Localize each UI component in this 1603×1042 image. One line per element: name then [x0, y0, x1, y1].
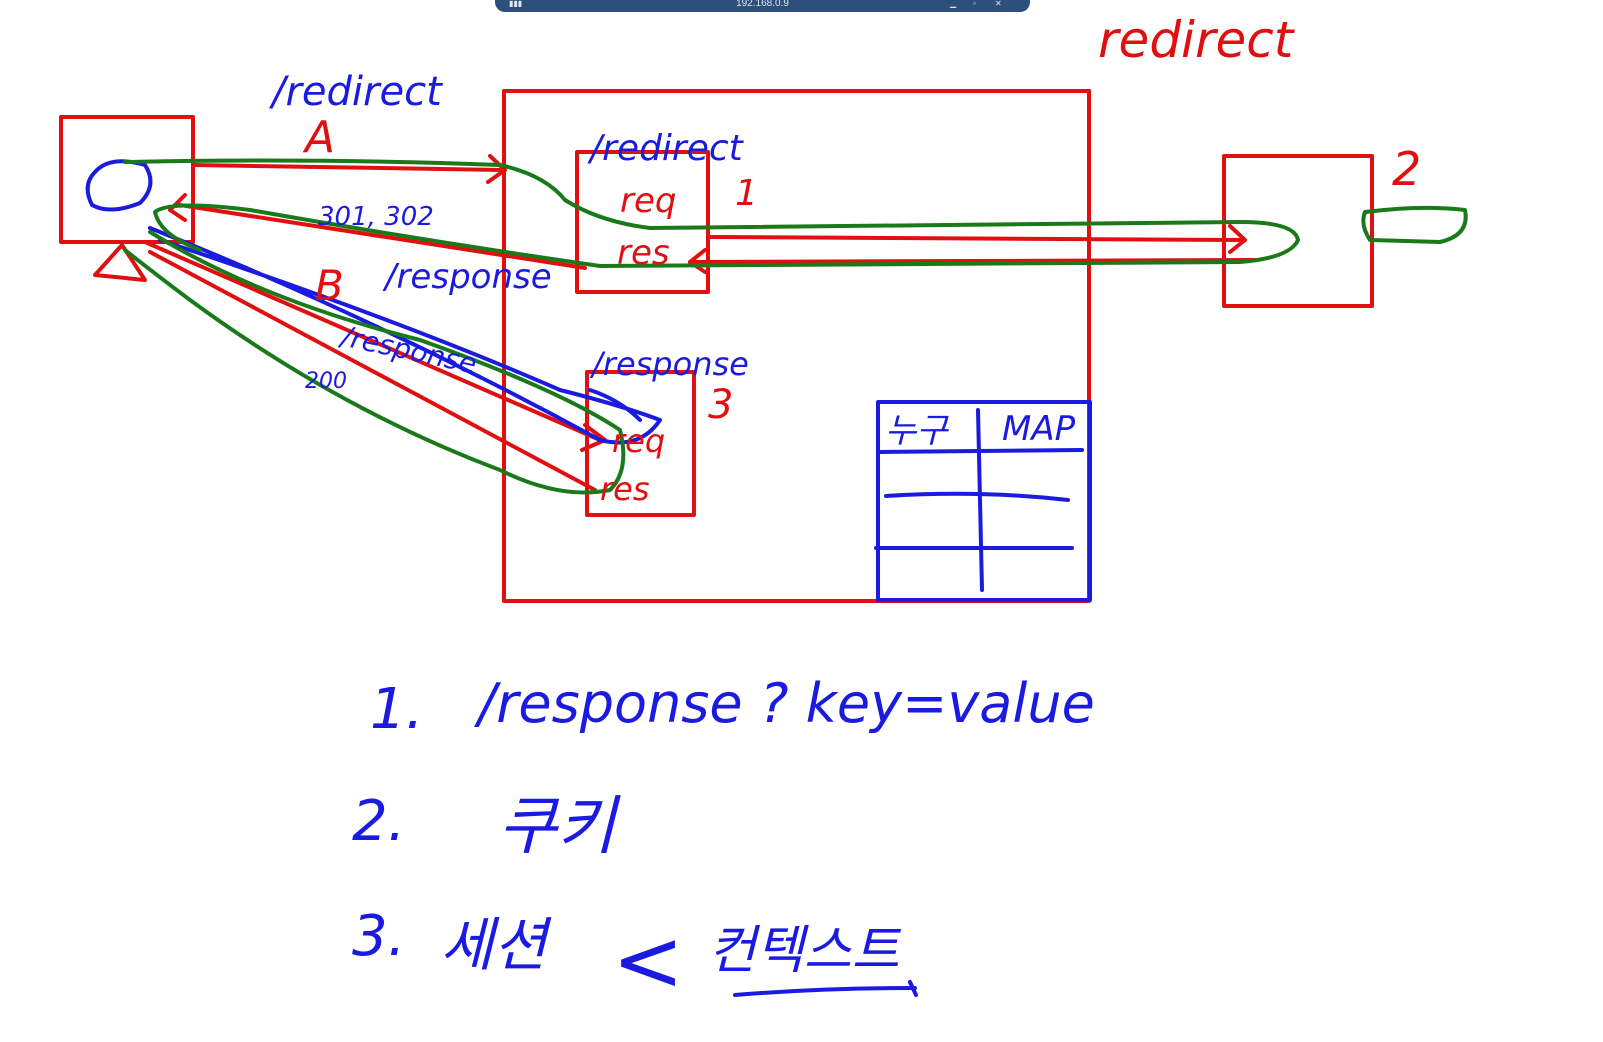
blue-pointer [588, 388, 642, 422]
servlet-redirect-box [575, 150, 710, 294]
status-200: 200 [305, 369, 347, 394]
note3-context: 컨텍스트 [708, 921, 902, 981]
server-box [502, 89, 1091, 603]
blue-request-loop [148, 226, 662, 445]
red-labels: redirect A req res 1 2 B req res 3 [302, 11, 1421, 508]
response-arrow-b [148, 250, 597, 492]
status-codes: 301, 302 [318, 202, 434, 232]
note2-number: 2. [352, 789, 405, 854]
green-response-path [123, 230, 626, 495]
map-header-line [878, 448, 1084, 454]
arrow-head-back [168, 193, 187, 222]
remote-session-toolbar: 192.168.0.9 ▮▮▮ ▁ ▫ ✕ [495, 0, 1030, 12]
forward-arrow [706, 235, 1242, 242]
label-b: B [315, 261, 344, 310]
server3-res: res [600, 470, 650, 508]
external-server-box [1222, 154, 1374, 308]
arrow-head-forward [1228, 224, 1247, 254]
path-redirect-top: /redirect [269, 69, 443, 115]
toolbar-address: 192.168.0.9 [736, 0, 789, 9]
diagram-title: redirect [1098, 11, 1296, 69]
map-col-map: MAP [1002, 409, 1076, 449]
return-arrow [688, 258, 1257, 264]
server3-req: req [612, 422, 665, 460]
browser-circle [85, 159, 153, 212]
minimize-icon[interactable]: ▁ [950, 0, 957, 8]
note3-text: 세션 [440, 911, 552, 979]
green-redirect-path [123, 158, 1300, 268]
arrow-head-return [688, 248, 707, 274]
request-arrow-a [191, 163, 504, 172]
server1-number: 1 [735, 173, 758, 214]
red-diagram-layer [59, 89, 1374, 603]
client-arrow-triangle [93, 243, 147, 282]
path-response-1: /response [382, 257, 552, 297]
path-redirect-server: /redirect [587, 128, 745, 169]
server1-res: res [617, 233, 670, 273]
close-icon[interactable]: ✕ [995, 0, 1002, 8]
map-col-who: 누구 [885, 411, 949, 451]
request-arrow-b [143, 240, 602, 442]
context-underline [733, 986, 917, 997]
map-table-frame [876, 400, 1092, 602]
note3-arrow: < [612, 911, 684, 1011]
server2-number: 2 [1392, 142, 1421, 196]
arrow-head-a [486, 154, 507, 184]
server1-req: req [620, 181, 676, 221]
underline-tick [908, 980, 918, 997]
note1-text: /response ? key=value [474, 672, 1095, 735]
map-column-divider [976, 408, 984, 592]
redirect-response-arrow [178, 203, 587, 270]
path-response-3: /response [589, 345, 749, 383]
note3-number: 3. [352, 904, 405, 969]
map-row-line-1 [884, 491, 1070, 502]
signal-icon: ▮▮▮ [509, 0, 523, 8]
restore-icon[interactable]: ▫ [973, 0, 976, 8]
note2-text: 쿠키 [498, 790, 621, 864]
green-external-loop [1361, 205, 1468, 244]
servlet-response-box [585, 370, 696, 517]
client-box [59, 115, 195, 244]
label-a: A [302, 112, 335, 163]
green-flow-layer [123, 158, 1468, 495]
blue-labels: /redirect /redirect 301, 302 /response /… [269, 69, 1095, 1011]
session-map-table [874, 400, 1092, 602]
server3-number: 3 [708, 382, 733, 428]
note1-number: 1. [370, 677, 423, 742]
